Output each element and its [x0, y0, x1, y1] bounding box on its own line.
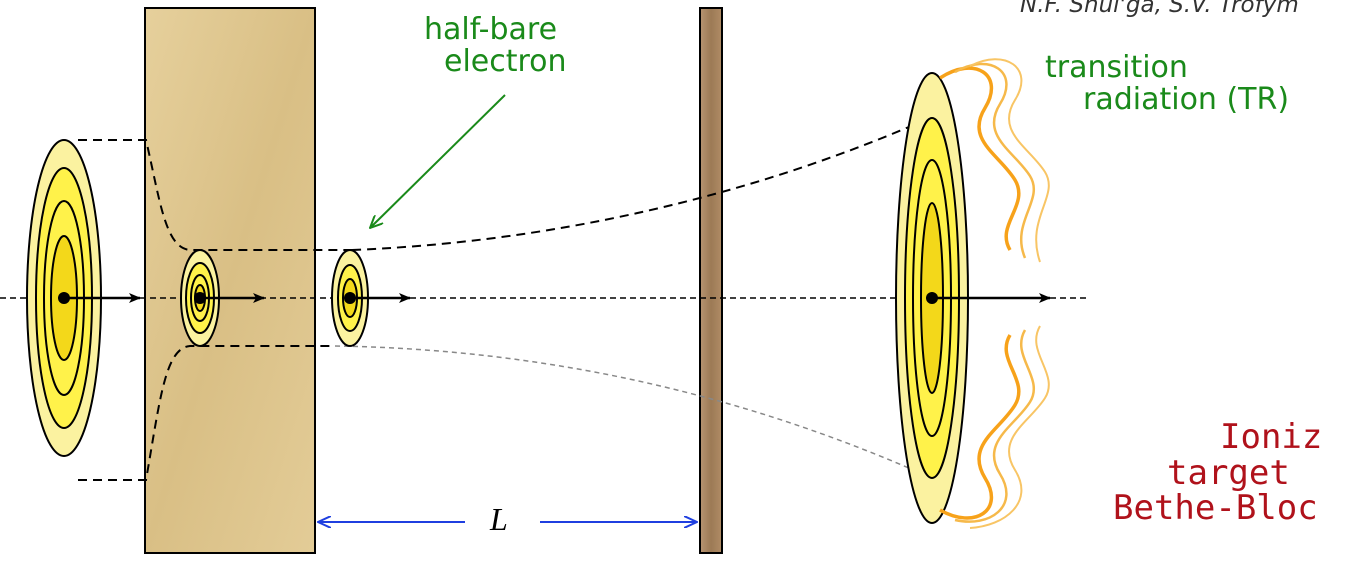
distance-label: L	[490, 501, 508, 537]
envelope-upper-right	[351, 119, 926, 251]
half-bare-pointer-arrow	[370, 94, 506, 228]
envelope-upper-left	[78, 139, 352, 251]
tr-waves-lower	[939, 325, 1050, 529]
tr-waves-upper	[939, 58, 1050, 263]
target-slab	[144, 7, 316, 554]
electron-dot	[926, 292, 938, 304]
envelope-lower-right	[334, 345, 926, 476]
envelope-lower-left	[78, 345, 335, 481]
electron-dot	[58, 292, 70, 304]
tr-label: transition radiation (TR)	[1045, 50, 1290, 117]
foil	[699, 7, 723, 554]
half-bare-label: half-bare electron	[424, 12, 567, 79]
electron-dot	[344, 292, 356, 304]
electron-dot	[194, 292, 206, 304]
authors-citation: N.F. Shul'ga, S.V. Trofym	[1020, 0, 1299, 18]
ioniz-label: Ioniz target Bethe-Bloc	[1113, 420, 1323, 528]
